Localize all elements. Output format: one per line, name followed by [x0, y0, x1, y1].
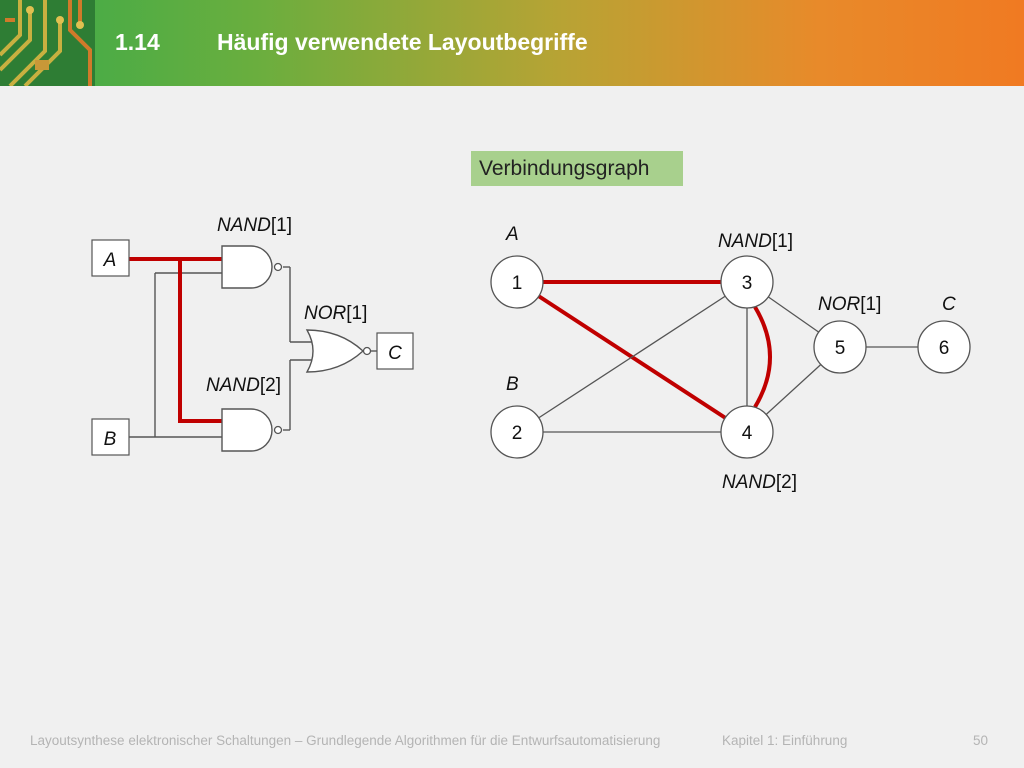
nand2-caption: NAND[2]	[206, 375, 281, 396]
node-5-caption: NOR[1]	[818, 294, 881, 315]
output-c-label: C	[388, 343, 402, 364]
node-3-caption: NAND[1]	[718, 231, 793, 252]
header-bar: 1.14 Häufig verwendete Layoutbegriffe	[0, 0, 1024, 86]
input-b-label: B	[104, 429, 117, 450]
graph-node-3	[720, 255, 774, 309]
nor1-caption: NOR[1]	[304, 303, 367, 324]
nand1-gate	[221, 245, 283, 289]
input-a-box	[91, 239, 130, 277]
graph-node-5	[813, 320, 867, 374]
graph-node-2	[490, 405, 544, 459]
graph-node-4	[720, 405, 774, 459]
graph-nodes: 1 2 3 4 5 6	[490, 255, 971, 459]
slide-title: Häufig verwendete Layoutbegriffe	[217, 29, 588, 55]
graph-node-3-label: 3	[742, 273, 753, 294]
graph-title-badge: Verbindungsgraph	[471, 151, 683, 186]
footer-page-number: 50	[973, 733, 989, 748]
circuit-schematic: A B C NAND[1] NAND[2] NOR[1]	[91, 215, 414, 456]
footer-chapter: Kapitel 1: Einführung	[722, 733, 848, 748]
nor1-gate	[305, 329, 372, 373]
graph-node-4-label: 4	[742, 423, 753, 444]
highlighted-edge-3-4	[753, 305, 772, 409]
section-number: 1.14	[115, 29, 160, 55]
edge-2-3	[516, 281, 748, 433]
graph-node-1-label: 1	[512, 273, 523, 294]
connection-graph: 1 2 3 4 5 6 A B NAND[1] NAND[2] NOR[1] C	[490, 224, 971, 493]
circuit-wires	[129, 266, 377, 438]
graph-node-5-label: 5	[835, 338, 846, 359]
nand2-gate	[221, 408, 283, 452]
node-6-caption: C	[942, 294, 956, 315]
graph-node-2-label: 2	[512, 423, 523, 444]
node-2-caption: B	[506, 374, 519, 395]
node-4-caption: NAND[2]	[722, 472, 797, 493]
graph-node-6	[917, 320, 971, 374]
footer-course: Layoutsynthese elektronischer Schaltunge…	[30, 733, 661, 748]
highlighted-net-a	[127, 257, 224, 423]
nand1-caption: NAND[1]	[217, 215, 292, 236]
circuit-board-logo	[0, 0, 95, 86]
node-1-caption: A	[505, 224, 519, 245]
graph-edges	[515, 280, 944, 434]
input-b-box	[91, 418, 130, 456]
output-c-box	[376, 332, 414, 370]
graph-node-1	[490, 255, 544, 309]
graph-node-6-label: 6	[939, 338, 950, 359]
input-a-label: A	[103, 250, 117, 271]
